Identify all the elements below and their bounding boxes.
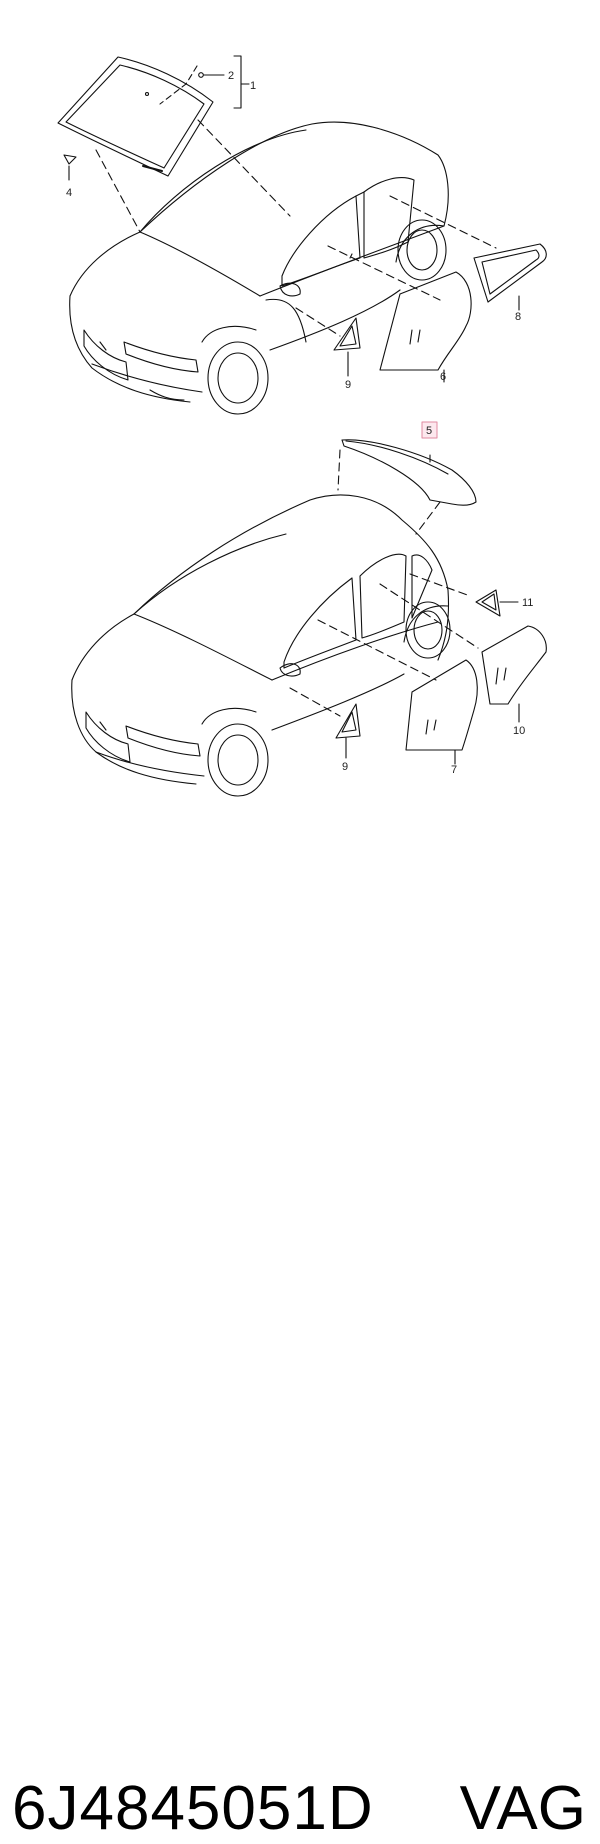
- callout-2: 2: [228, 70, 234, 82]
- callout-1: 1: [250, 80, 256, 92]
- callout-4: 4: [66, 187, 72, 199]
- part-number: 6J4845051D: [12, 1774, 374, 1843]
- quarter-glass-part-8: [473, 243, 547, 311]
- parts-diagram: 2 1 4 9 6 8 5 11 10 9 7: [57, 55, 547, 797]
- rear-door-glass-part-10: [481, 625, 547, 723]
- dash-sensor: [159, 65, 198, 105]
- front-door-glass-part-7: [405, 659, 478, 765]
- callout-9-bottom: 9: [342, 761, 348, 773]
- callout-5: 5: [426, 425, 432, 437]
- triangle-glass-part-9b: [335, 703, 361, 759]
- callout-9-top: 9: [345, 379, 351, 391]
- callout-10: 10: [513, 725, 525, 737]
- hatchback-car-drawing: [71, 494, 451, 797]
- brand-label: VAG: [459, 1774, 586, 1843]
- callout-6: 6: [440, 371, 446, 383]
- dash-windscreen-left: [95, 149, 141, 233]
- door-glass-part-6: [379, 271, 472, 383]
- footer: 6J4845051D VAG: [0, 880, 600, 1843]
- rear-window-part-5: [341, 439, 477, 506]
- windscreen-sensor-part: [198, 72, 225, 78]
- bracket-1: [233, 55, 242, 109]
- dash-windscreen-right: [197, 119, 291, 217]
- callout-8: 8: [515, 311, 521, 323]
- callout-7: 7: [451, 764, 457, 776]
- mirror-mount-part: [63, 154, 77, 181]
- triangle-glass-part-9a: [333, 317, 361, 377]
- callout-11: 11: [522, 597, 533, 609]
- windscreen-part: [57, 56, 214, 177]
- highlight-box-5: [421, 421, 438, 439]
- quarter-glass-part-11: [475, 589, 519, 617]
- sedan-car-drawing: [69, 121, 449, 415]
